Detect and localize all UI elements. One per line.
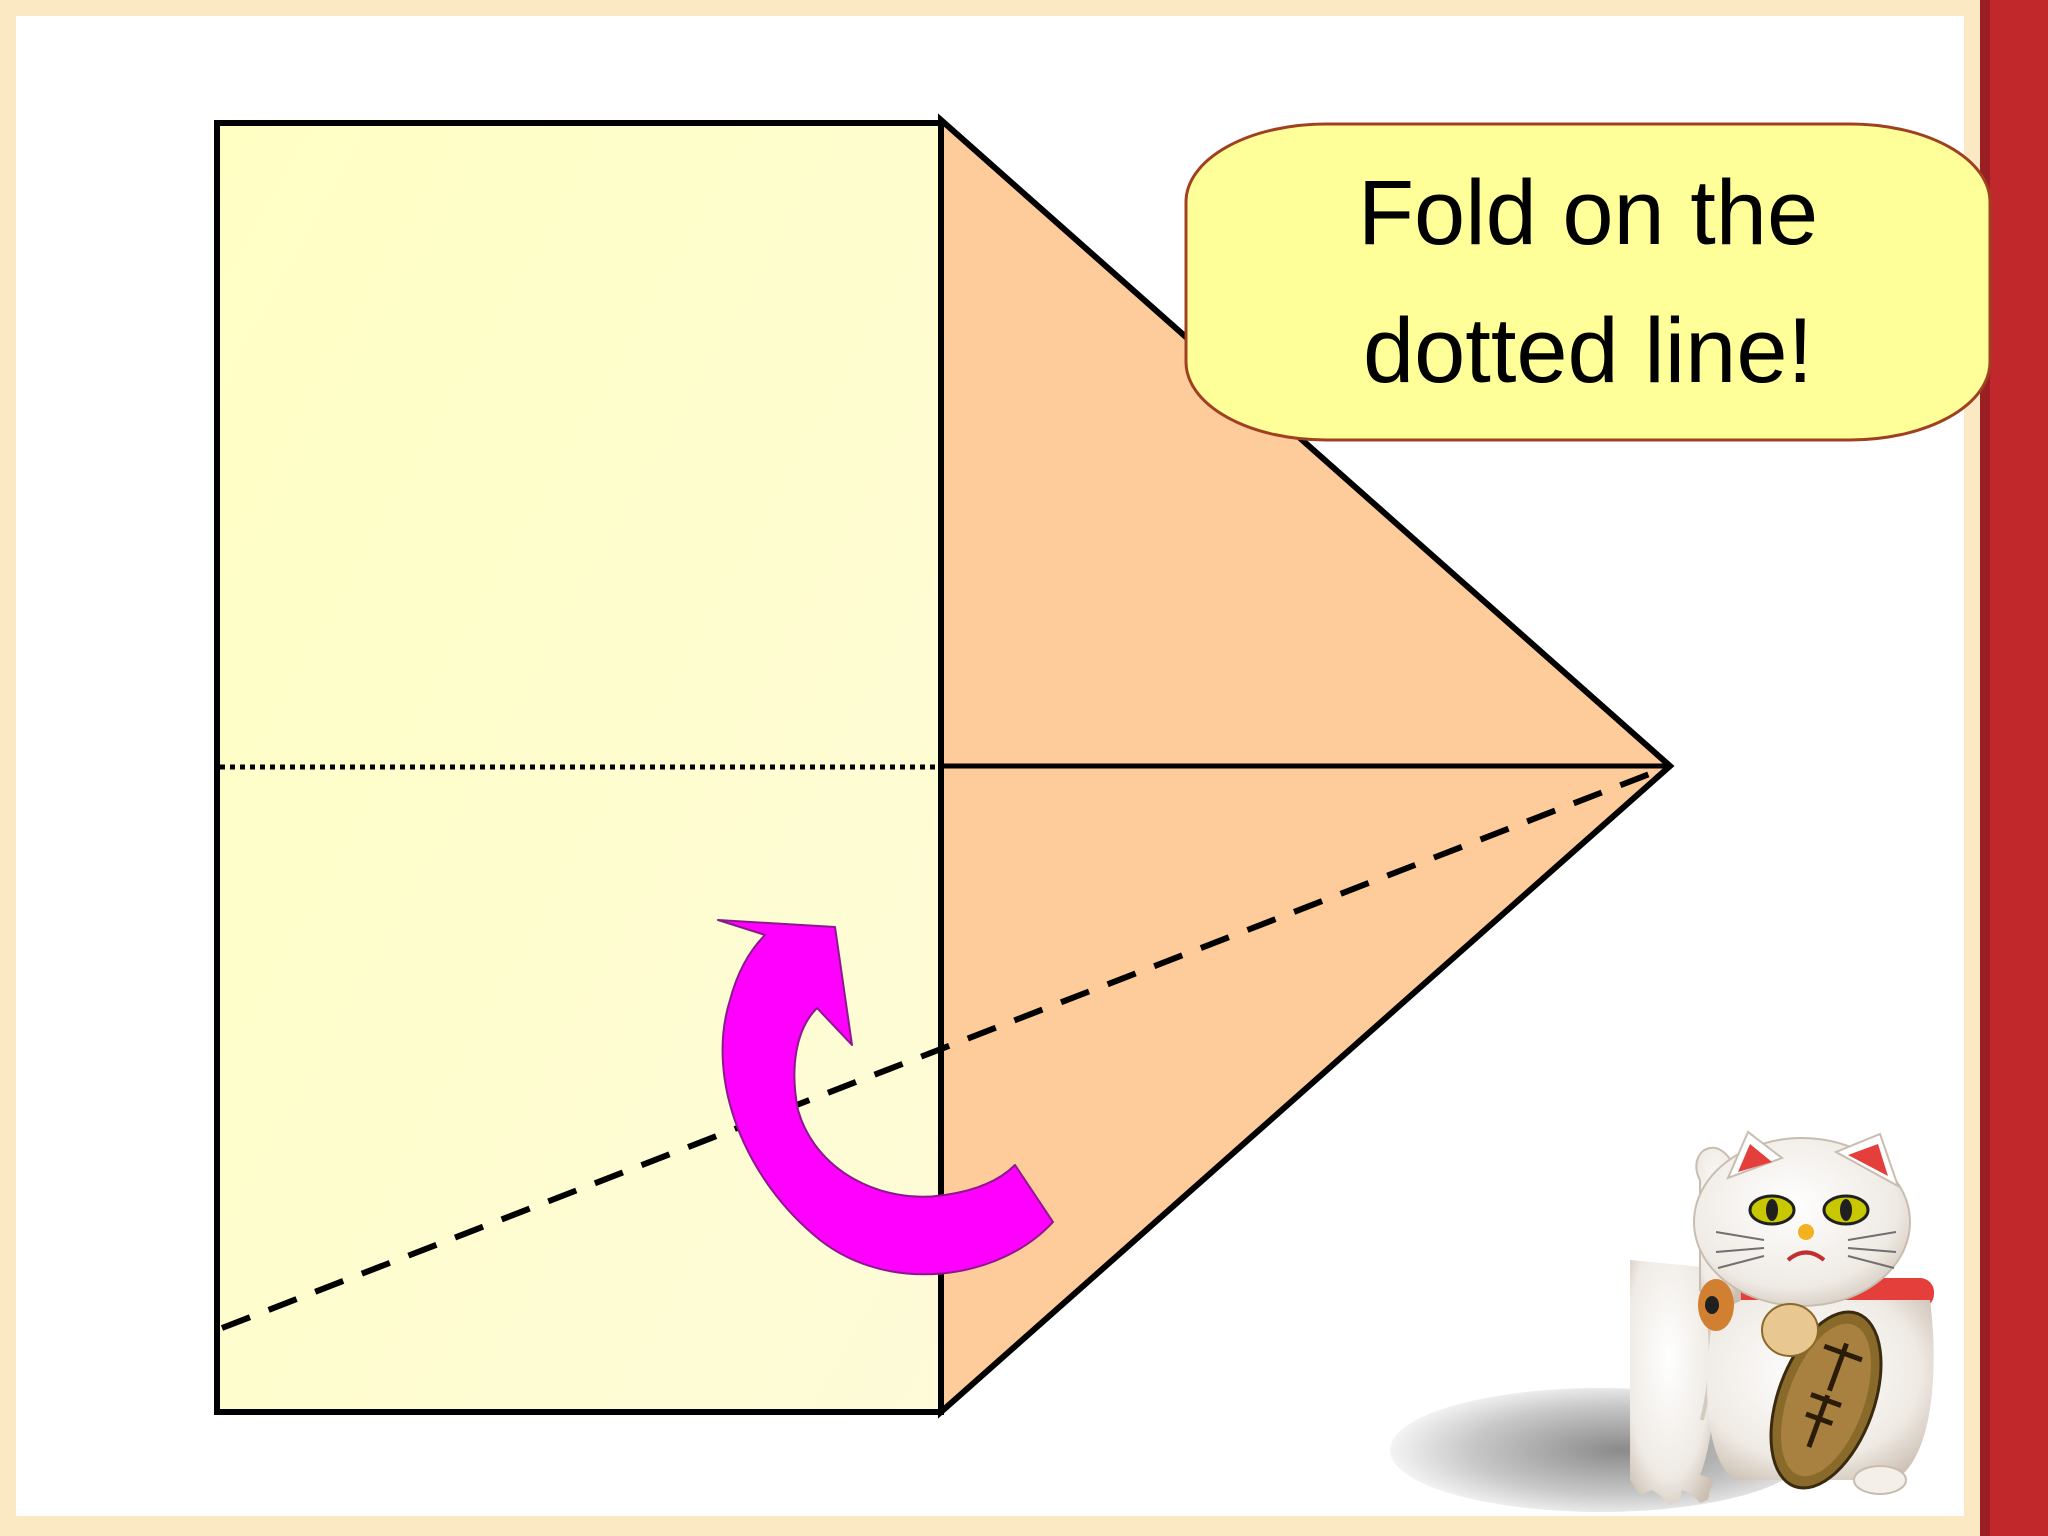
- side-bar-shade: [1980, 0, 1990, 1536]
- fold-arrow-icon: [717, 919, 1054, 1276]
- callout-bubble: [1184, 122, 1992, 442]
- callout-text: Fold on the dotted line!: [1186, 124, 1990, 440]
- dashed-fold-line: [220, 763, 1672, 1331]
- callout-line-1: Fold on the: [1357, 162, 1819, 264]
- callout-line-2: dotted line!: [1362, 300, 1814, 402]
- maneki-neko-cat-icon: [1630, 1130, 1934, 1505]
